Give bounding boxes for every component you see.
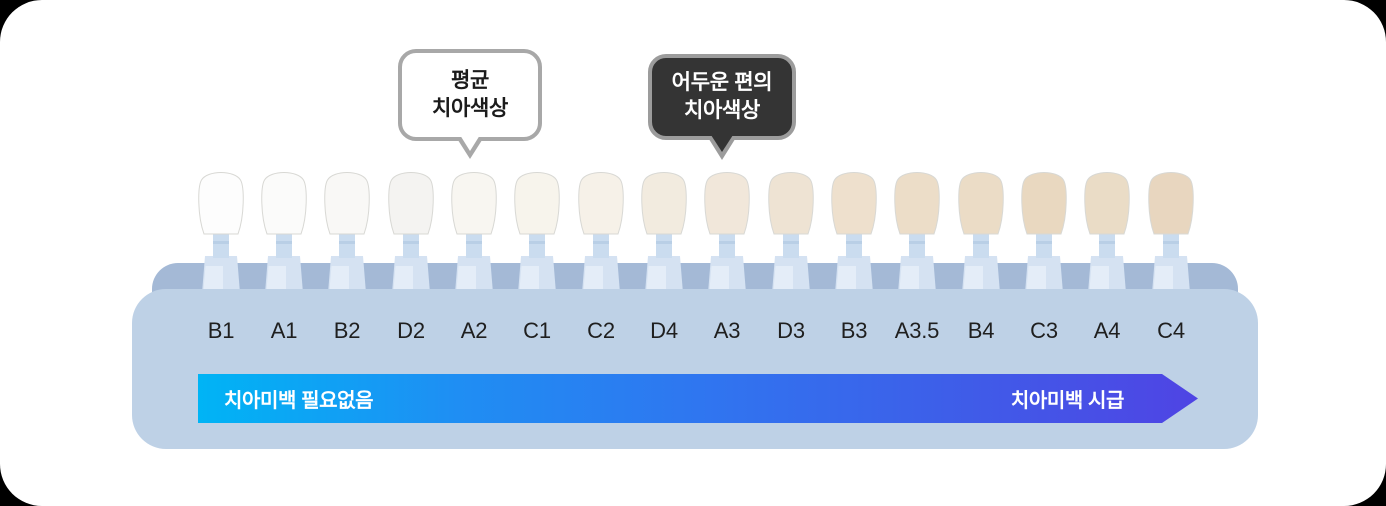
shade-label-c2: C2 <box>587 318 615 343</box>
tooth-neck <box>593 232 609 258</box>
shade-label-a3-5: A3.5 <box>894 318 940 343</box>
tooth-neck-line <box>529 241 545 244</box>
tooth-crown <box>768 172 814 235</box>
tooth-crown <box>641 172 687 235</box>
tooth-neck-line <box>846 241 862 244</box>
tooth-neck-line <box>466 241 482 244</box>
tooth-neck-line <box>403 241 419 244</box>
shade-label-b4: B4 <box>967 318 995 343</box>
tooth-crown <box>578 172 624 235</box>
panel-main <box>132 289 1258 449</box>
shade-label-b1: B1 <box>207 318 235 343</box>
tooth-neck <box>719 232 735 258</box>
tooth-neck <box>1163 232 1179 258</box>
tooth-neck <box>846 232 862 258</box>
tooth-neck-line <box>973 241 989 244</box>
tooltip-average-line2: 치아색상 <box>431 97 509 120</box>
bar-label-no-whitening-needed: 치아미백 필요없음 <box>224 390 374 412</box>
tooth-neck-line <box>909 241 925 244</box>
tooth-crown <box>261 172 307 235</box>
tooth-neck <box>783 232 799 258</box>
tooltip-dark-line2: 치아색상 <box>683 99 761 122</box>
tooltip-average-pointer <box>460 135 480 151</box>
tooltip-average-tooth-color: 평균 치아색상 <box>398 49 542 159</box>
tooth-neck-line <box>656 241 672 244</box>
tooltip-darker-tooth-color: 어두운 편의 치아색상 <box>648 54 796 160</box>
tooth-neck <box>403 232 419 258</box>
tooth-crown <box>1148 172 1194 235</box>
tooth-crown <box>198 172 244 235</box>
tooltip-dark-pointer <box>711 135 733 152</box>
shade-label-c4: C4 <box>1157 318 1185 343</box>
tooth-neck-line <box>783 241 799 244</box>
tooth-crown <box>704 172 750 235</box>
bar-label-whitening-urgent: 치아미백 시급 <box>1010 390 1125 412</box>
whitening-urgency-bar: 치아미백 필요없음 치아미백 시급 <box>198 374 1198 423</box>
shade-label-c3: C3 <box>1030 318 1058 343</box>
shade-label-b3: B3 <box>840 318 868 343</box>
tooth-neck-line <box>276 241 292 244</box>
tooth-neck-line <box>1036 241 1052 244</box>
tooth-neck-line <box>213 241 229 244</box>
tooltip-dark-line1: 어두운 편의 <box>671 71 773 95</box>
tooth-crown <box>451 172 497 235</box>
tooth-crown <box>831 172 877 235</box>
tooth-crown <box>958 172 1004 235</box>
tooth-neck <box>1099 232 1115 258</box>
shade-label-d4: D4 <box>650 318 678 343</box>
shade-label-a2: A2 <box>460 318 488 343</box>
tooth-neck <box>529 232 545 258</box>
shade-label-a1: A1 <box>270 318 298 343</box>
shade-label-b2: B2 <box>333 318 361 343</box>
tooth-neck-line <box>1099 241 1115 244</box>
tooth-neck-line <box>593 241 609 244</box>
shade-label-d2: D2 <box>397 318 425 343</box>
tooth-neck-line <box>339 241 355 244</box>
shade-label-c1: C1 <box>523 318 551 343</box>
tooth-neck <box>276 232 292 258</box>
tooltip-average-line1: 평균 <box>450 69 490 93</box>
tooth-neck-line <box>1163 241 1179 244</box>
tooth-crown <box>894 172 940 235</box>
tooth-neck <box>656 232 672 258</box>
whitening-gradient-fill <box>198 374 1198 423</box>
tooth-neck <box>973 232 989 258</box>
tooth-crown <box>324 172 370 235</box>
tooth-neck-line <box>719 241 735 244</box>
shade-label-row: B1 A1 B2 D2 A2 C1 C2 D4 A3 D3 B3 A3.5 B4 C3 A4 C4 <box>0 318 1386 354</box>
tooth-neck <box>339 232 355 258</box>
tooth-crown <box>1021 172 1067 235</box>
shade-label-d3: D3 <box>777 318 805 343</box>
tooth-neck <box>909 232 925 258</box>
tooth-crown <box>388 172 434 235</box>
tooth-neck <box>213 232 229 258</box>
tooth-crown <box>514 172 560 235</box>
shade-label-a4: A4 <box>1093 318 1121 343</box>
tooth-neck <box>466 232 482 258</box>
shade-label-a3: A3 <box>713 318 741 343</box>
tooth-neck <box>1036 232 1052 258</box>
tooth-crown <box>1084 172 1130 235</box>
